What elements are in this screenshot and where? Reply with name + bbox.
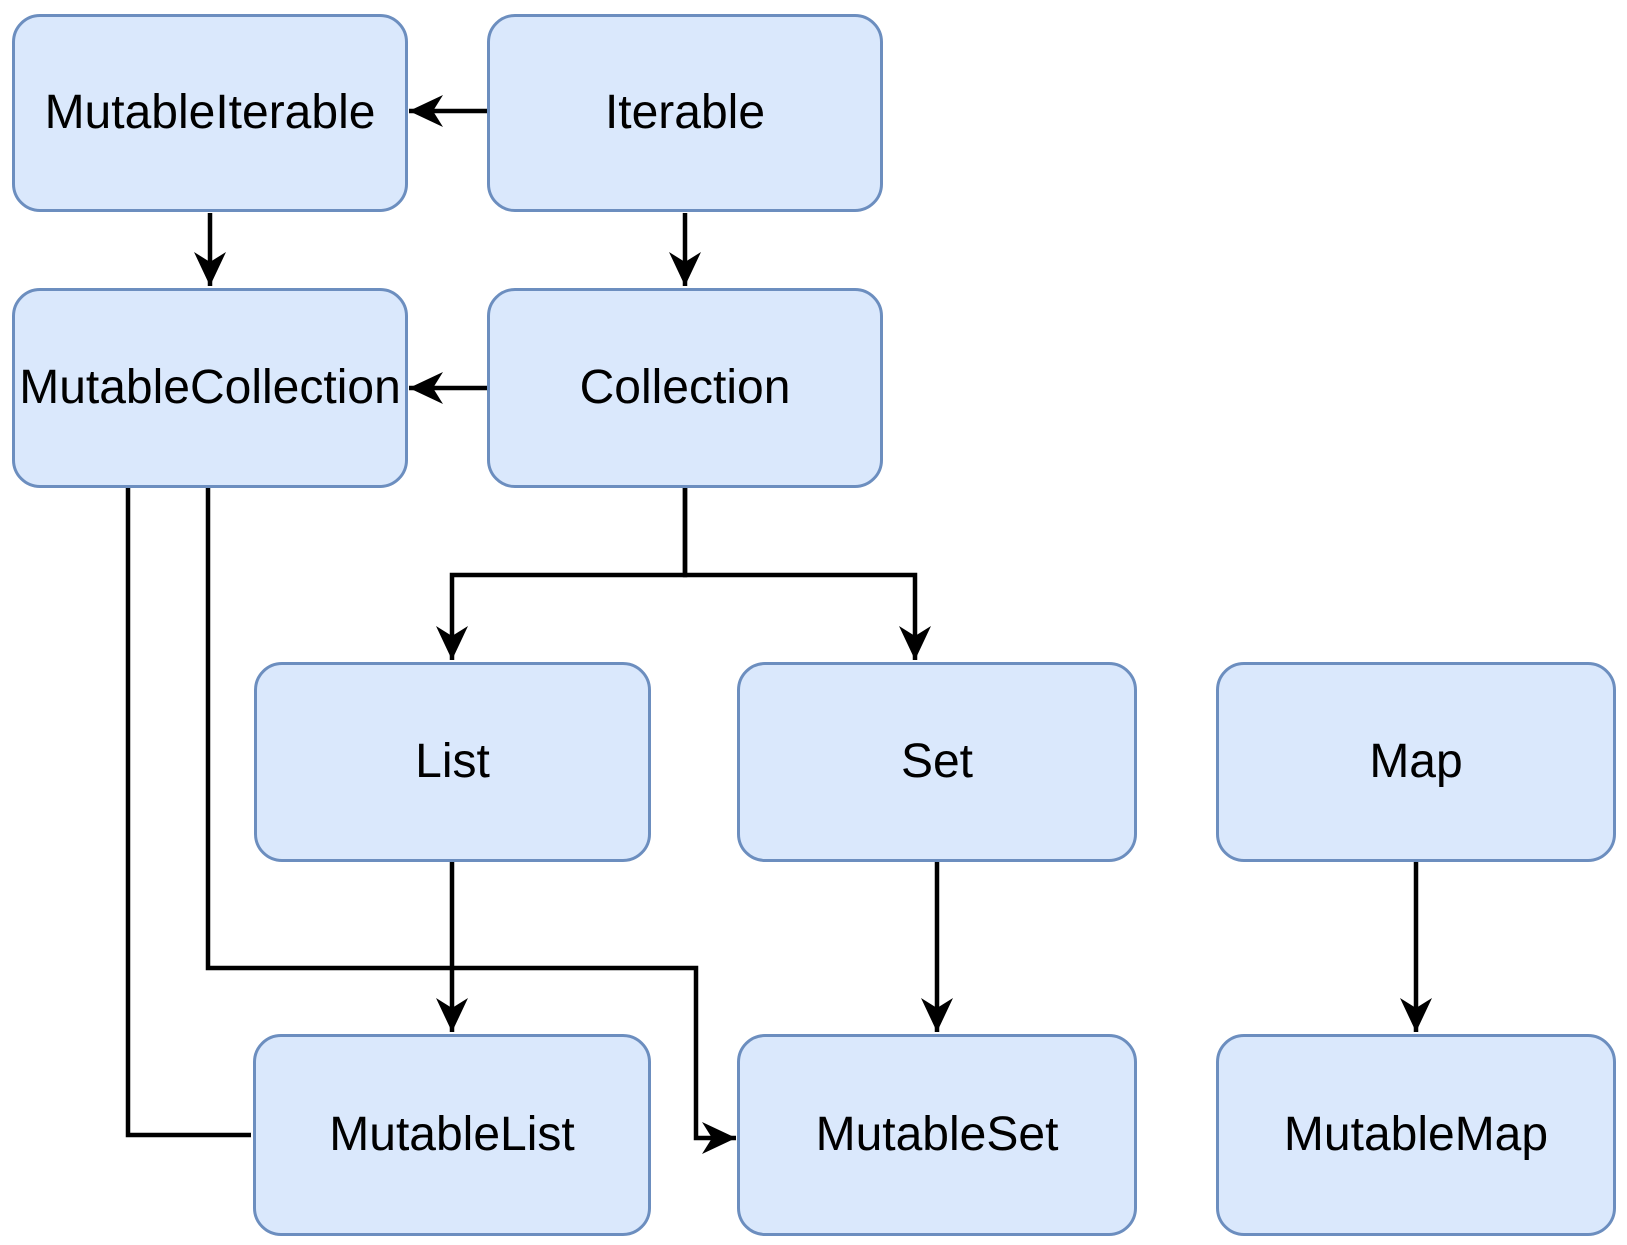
node-mutable-iterable: MutableIterable [12, 14, 408, 212]
node-map-label: Map [1369, 735, 1463, 788]
node-iterable: Iterable [487, 14, 883, 212]
node-map: Map [1216, 662, 1616, 862]
node-mutable-set-label: MutableSet [815, 1108, 1059, 1161]
node-mutable-collection-label: MutableCollection [19, 361, 401, 414]
node-iterable-label: Iterable [604, 86, 766, 139]
node-set: Set [737, 662, 1137, 862]
node-mutable-list-label: MutableList [329, 1108, 575, 1161]
node-collection-label: Collection [579, 361, 791, 414]
node-mutable-map-label: MutableMap [1283, 1108, 1549, 1161]
node-collection: Collection [487, 288, 883, 488]
node-mutable-collection: MutableCollection [12, 288, 408, 488]
edge-collection-to-list [436, 488, 688, 660]
node-mutable-map: MutableMap [1216, 1034, 1616, 1236]
node-mutable-list: MutableList [253, 1034, 651, 1236]
node-mutable-set: MutableSet [737, 1034, 1137, 1236]
node-mutable-iterable-label: MutableIterable [44, 86, 376, 139]
edge-mutable-collection-to-mutable-list [125, 488, 251, 1138]
node-list-label: List [415, 735, 490, 788]
node-list: List [254, 662, 651, 862]
edge-collection-to-set [682, 488, 931, 660]
node-set-label: Set [900, 735, 974, 788]
